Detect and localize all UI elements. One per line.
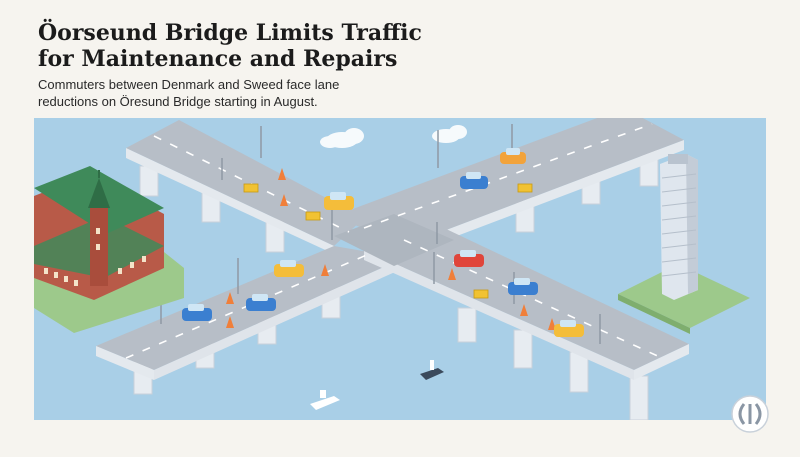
road-deck-back-left bbox=[126, 120, 364, 254]
car-icon bbox=[182, 304, 212, 321]
traffic-cone-icon bbox=[226, 168, 556, 330]
car-icon bbox=[460, 172, 488, 189]
road-junction bbox=[334, 214, 454, 266]
castle-building bbox=[34, 166, 184, 333]
car-icon bbox=[274, 260, 304, 277]
boat-icon bbox=[420, 360, 444, 380]
road-deck-front-right bbox=[364, 228, 689, 380]
car-icon bbox=[246, 294, 276, 311]
car-icon bbox=[554, 320, 584, 337]
car-icon bbox=[508, 278, 538, 295]
cloud-icon bbox=[320, 128, 364, 148]
tower-building bbox=[618, 154, 750, 334]
cloud-icon bbox=[432, 125, 467, 143]
car-icon bbox=[324, 192, 354, 210]
road-deck-back-right bbox=[334, 118, 684, 256]
article-subheadline: Commuters between Denmark and Sweed face… bbox=[38, 77, 340, 109]
logo-mark-icon bbox=[730, 394, 770, 434]
road-barrier-icon bbox=[243, 183, 533, 299]
boat-icon bbox=[310, 390, 340, 410]
car-icon bbox=[500, 148, 526, 164]
article-headline: Öorseund Bridge Limits Traffic for Maint… bbox=[38, 20, 422, 72]
bridge-illustration bbox=[34, 118, 766, 420]
car-icon bbox=[454, 250, 484, 267]
